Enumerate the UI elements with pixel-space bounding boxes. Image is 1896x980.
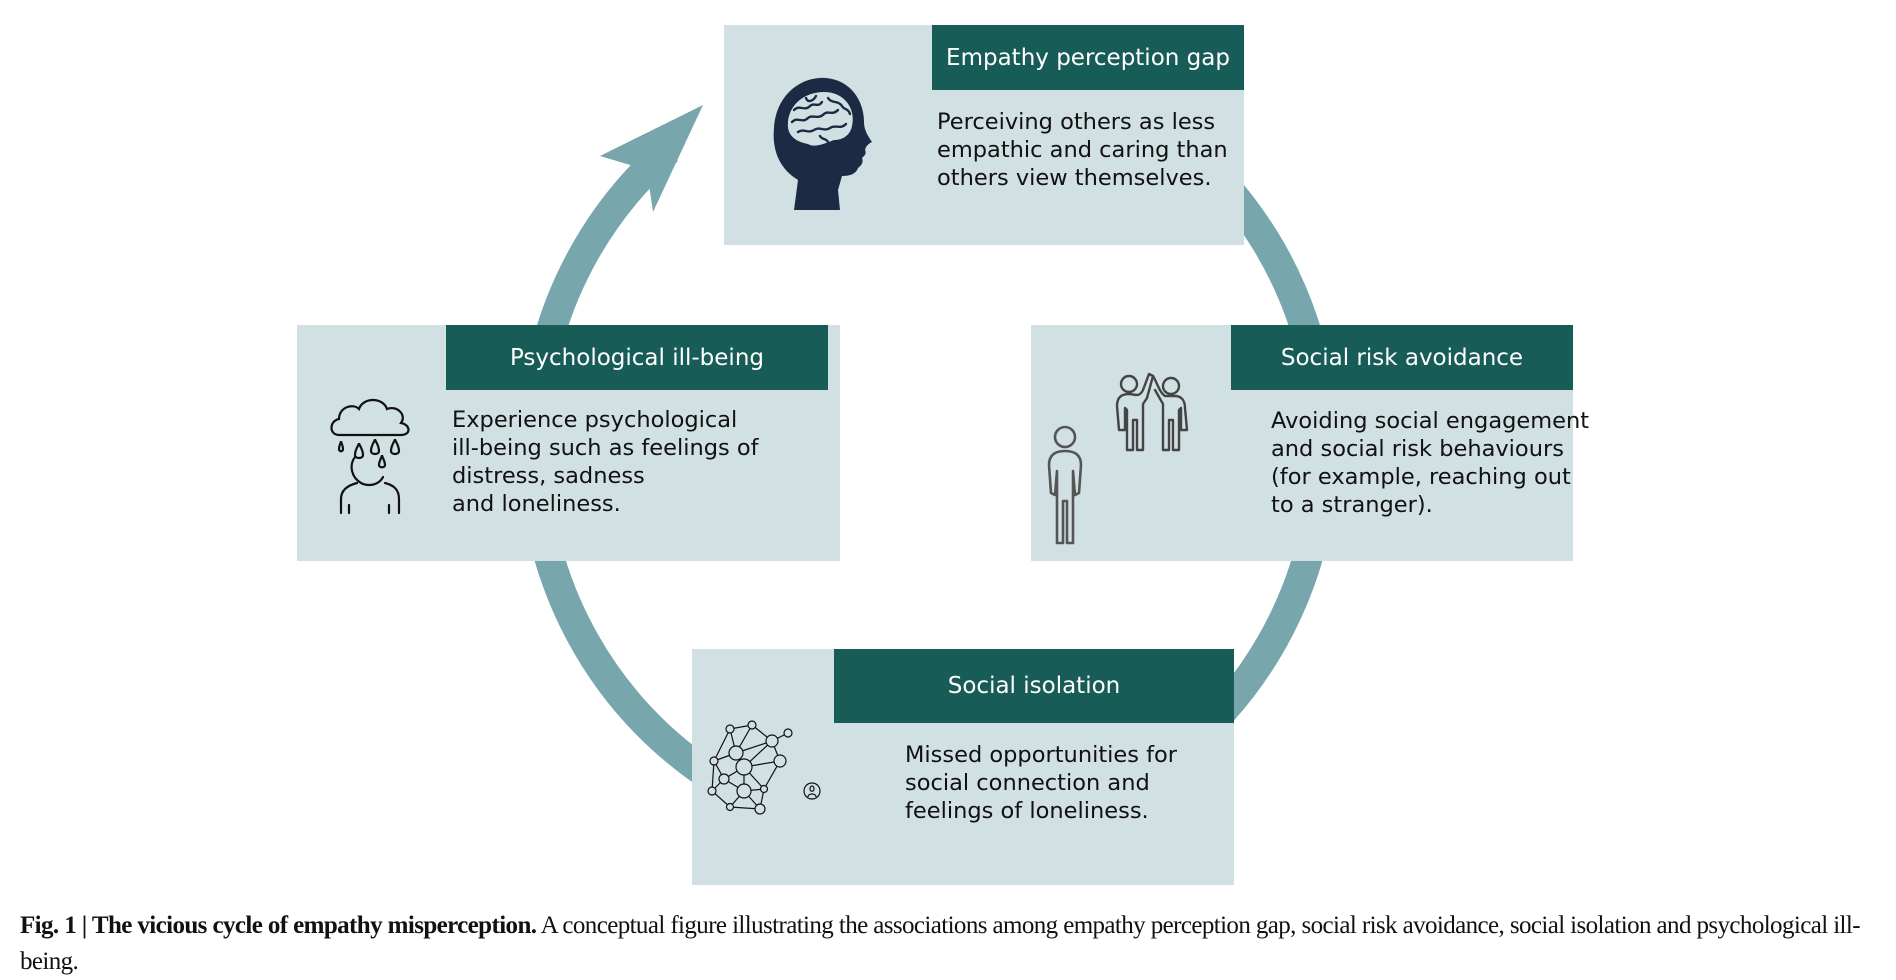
node-description: Perceiving others as less empathic and c…: [937, 109, 1228, 191]
people-high-five-icon: [1115, 372, 1189, 452]
node-title: Empathy perception gap: [932, 25, 1244, 90]
brain-head-icon: [773, 77, 872, 210]
node-title: Social isolation: [834, 649, 1234, 723]
node-psychological-ill-being: Psychological ill-being Experience psych…: [297, 325, 840, 561]
standing-person-icon: [1047, 425, 1083, 545]
node-title: Social risk avoidance: [1231, 325, 1573, 390]
node-title: Psychological ill-being: [446, 325, 828, 390]
arrowhead-icon: [600, 105, 703, 212]
node-social-isolation: Social isolation Missed opportunities fo…: [692, 649, 1234, 885]
caption-text: A conceptual figure illustrating the ass…: [20, 912, 1861, 975]
rain-cloud-person-icon: [330, 398, 410, 515]
node-empathy-perception-gap: Empathy perception gap Perceiving others…: [724, 25, 1244, 245]
node-description: Missed opportunities for social connecti…: [905, 742, 1178, 824]
node-description: Avoiding social engagement and social ri…: [1271, 408, 1590, 518]
node-social-risk-avoidance: Social risk avoidance Avoiding social en…: [1031, 325, 1589, 561]
figure-caption: Fig. 1 | The vicious cycle of empathy mi…: [20, 908, 1880, 980]
social-network-icon: [707, 720, 821, 815]
node-description: Experience psychological ill-being such …: [452, 407, 759, 517]
caption-label: Fig. 1 | The vicious cycle of empathy mi…: [20, 912, 537, 939]
